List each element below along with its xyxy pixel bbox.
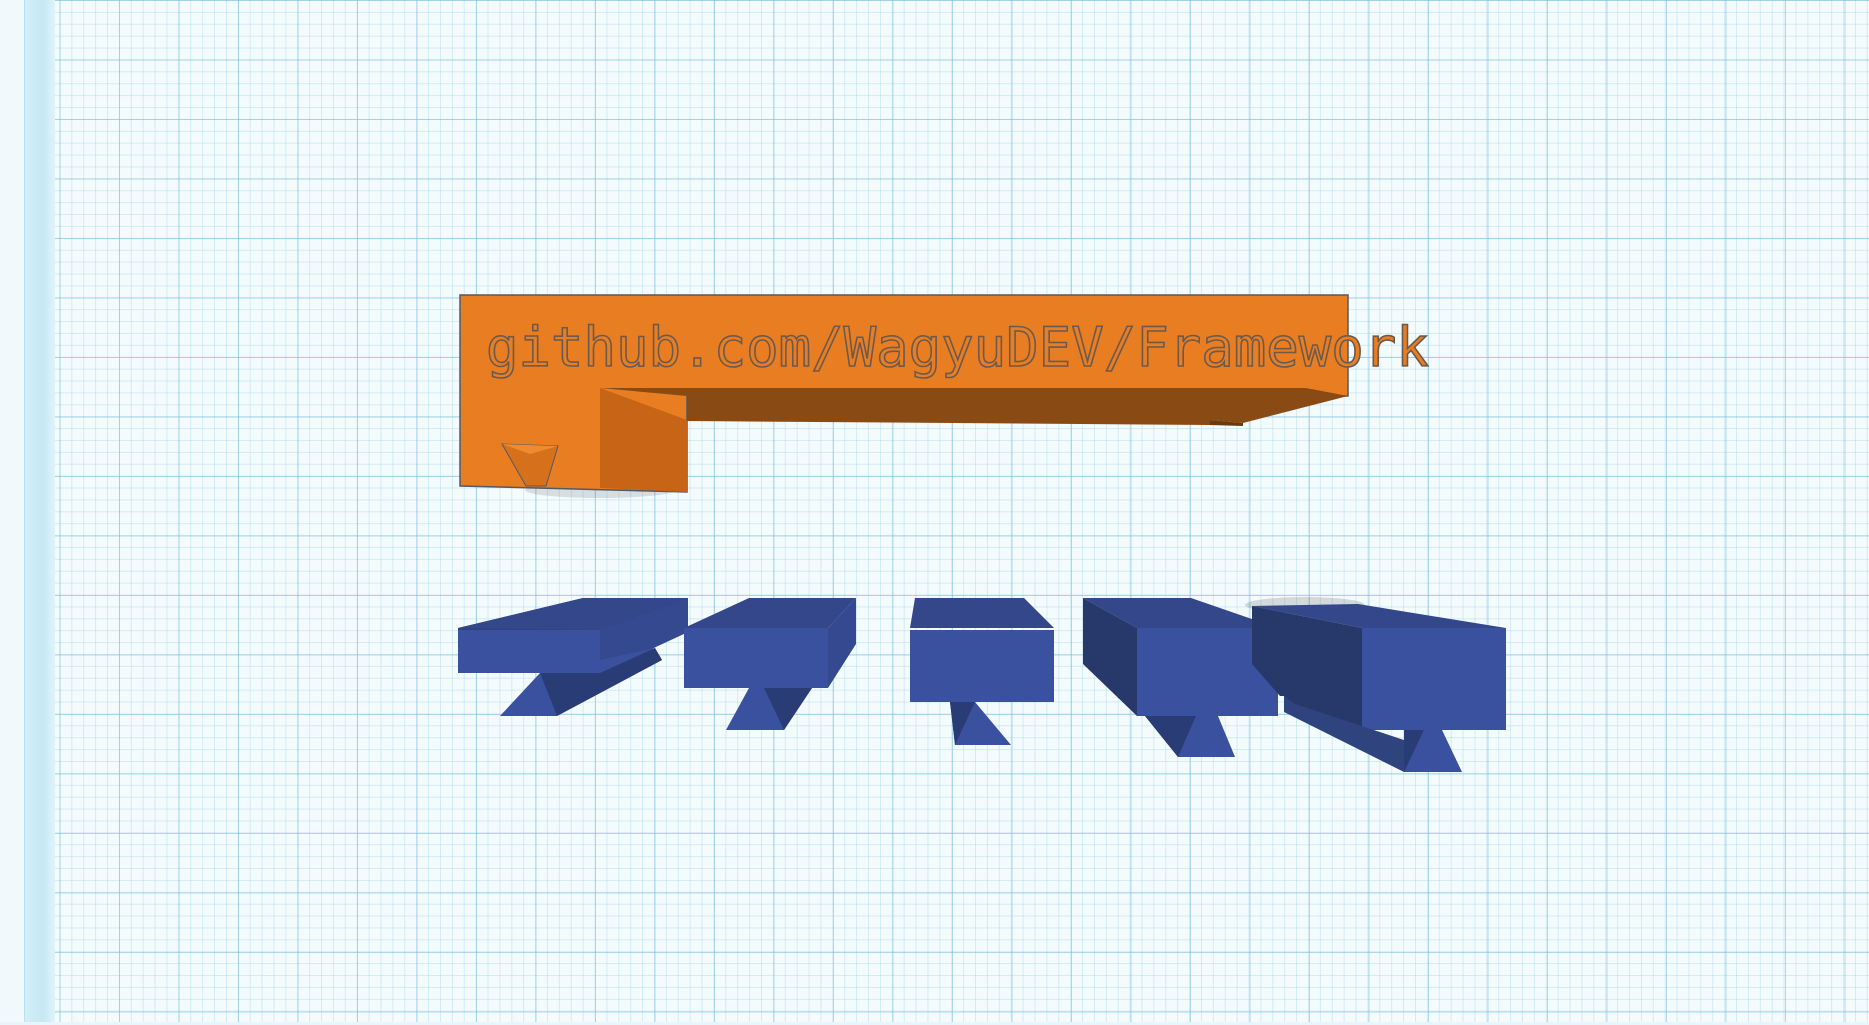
blue-block-4[interactable] <box>1083 598 1278 757</box>
nameplate-peg-top <box>502 444 558 454</box>
workplane-bottom-edge <box>0 1022 1869 1025</box>
block-2-side <box>828 598 856 688</box>
block-5-side <box>1252 606 1362 730</box>
block-1-front <box>458 630 600 673</box>
block-5-skid <box>1284 696 1404 772</box>
block-1-side <box>600 598 688 673</box>
block-1-top-face <box>458 598 688 630</box>
block-2-top <box>684 598 856 628</box>
nameplate-text: github.com/WagyuDEV/Framework <box>486 316 1429 379</box>
blue-block-1[interactable] <box>458 598 688 716</box>
block-5-top <box>1252 604 1506 628</box>
block-5-foot-shadow <box>1404 730 1424 772</box>
block-2-front <box>684 628 828 688</box>
block-5-front <box>1362 628 1506 730</box>
workplane-left-margin <box>0 0 24 1025</box>
block-3-foot-shadow <box>950 702 975 745</box>
nameplate-underside <box>600 388 1348 425</box>
block-4-foot-shadow <box>1145 716 1196 757</box>
nameplate-ledge <box>1210 420 1243 426</box>
workplane-edge-strip <box>24 0 55 1025</box>
block-2-foot-shadow <box>764 688 812 730</box>
block-4-side <box>1083 598 1137 716</box>
block-4-front <box>1137 628 1278 716</box>
nameplate-object[interactable]: github.com/WagyuDEV/Framework <box>459 294 1430 498</box>
nameplate-inner-wall <box>600 388 687 492</box>
blue-block-2[interactable] <box>684 598 856 730</box>
blue-block-3[interactable] <box>910 598 1054 745</box>
block-3-top <box>910 598 1054 628</box>
block-3-front <box>910 630 1054 702</box>
blue-block-5[interactable] <box>1245 597 1506 772</box>
block-1-foot-shadow <box>540 648 662 716</box>
block-4-top <box>1083 598 1278 628</box>
